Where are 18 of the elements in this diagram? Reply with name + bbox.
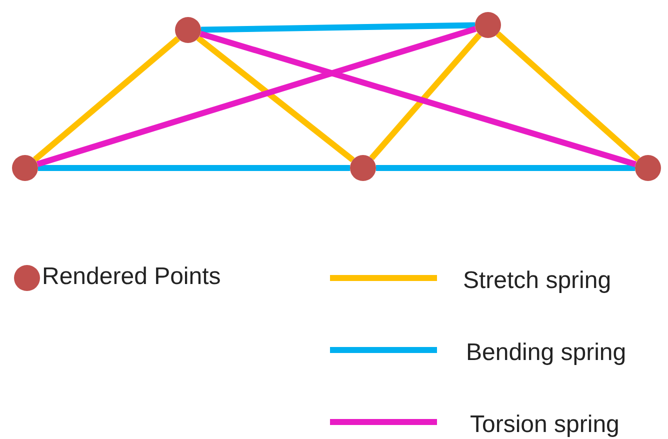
point-dot — [350, 155, 376, 181]
spring-line — [32, 36, 180, 162]
spring-line — [36, 26, 476, 168]
legend-label: Stretch spring — [463, 267, 612, 295]
spring-line — [376, 165, 635, 171]
legend-label: Rendered Points — [42, 263, 221, 291]
spring-line — [196, 36, 355, 162]
spring-line — [200, 22, 476, 33]
legend-label: Bending spring — [466, 339, 626, 367]
spring-line — [200, 30, 636, 168]
point-dot — [635, 155, 661, 181]
point-dot — [175, 17, 201, 43]
spring-line — [38, 165, 350, 171]
spring-line — [369, 32, 482, 160]
point-dot — [475, 12, 501, 38]
point-dot — [12, 155, 38, 181]
spring-line — [496, 31, 640, 162]
legend-label: Torsion spring — [470, 411, 620, 439]
